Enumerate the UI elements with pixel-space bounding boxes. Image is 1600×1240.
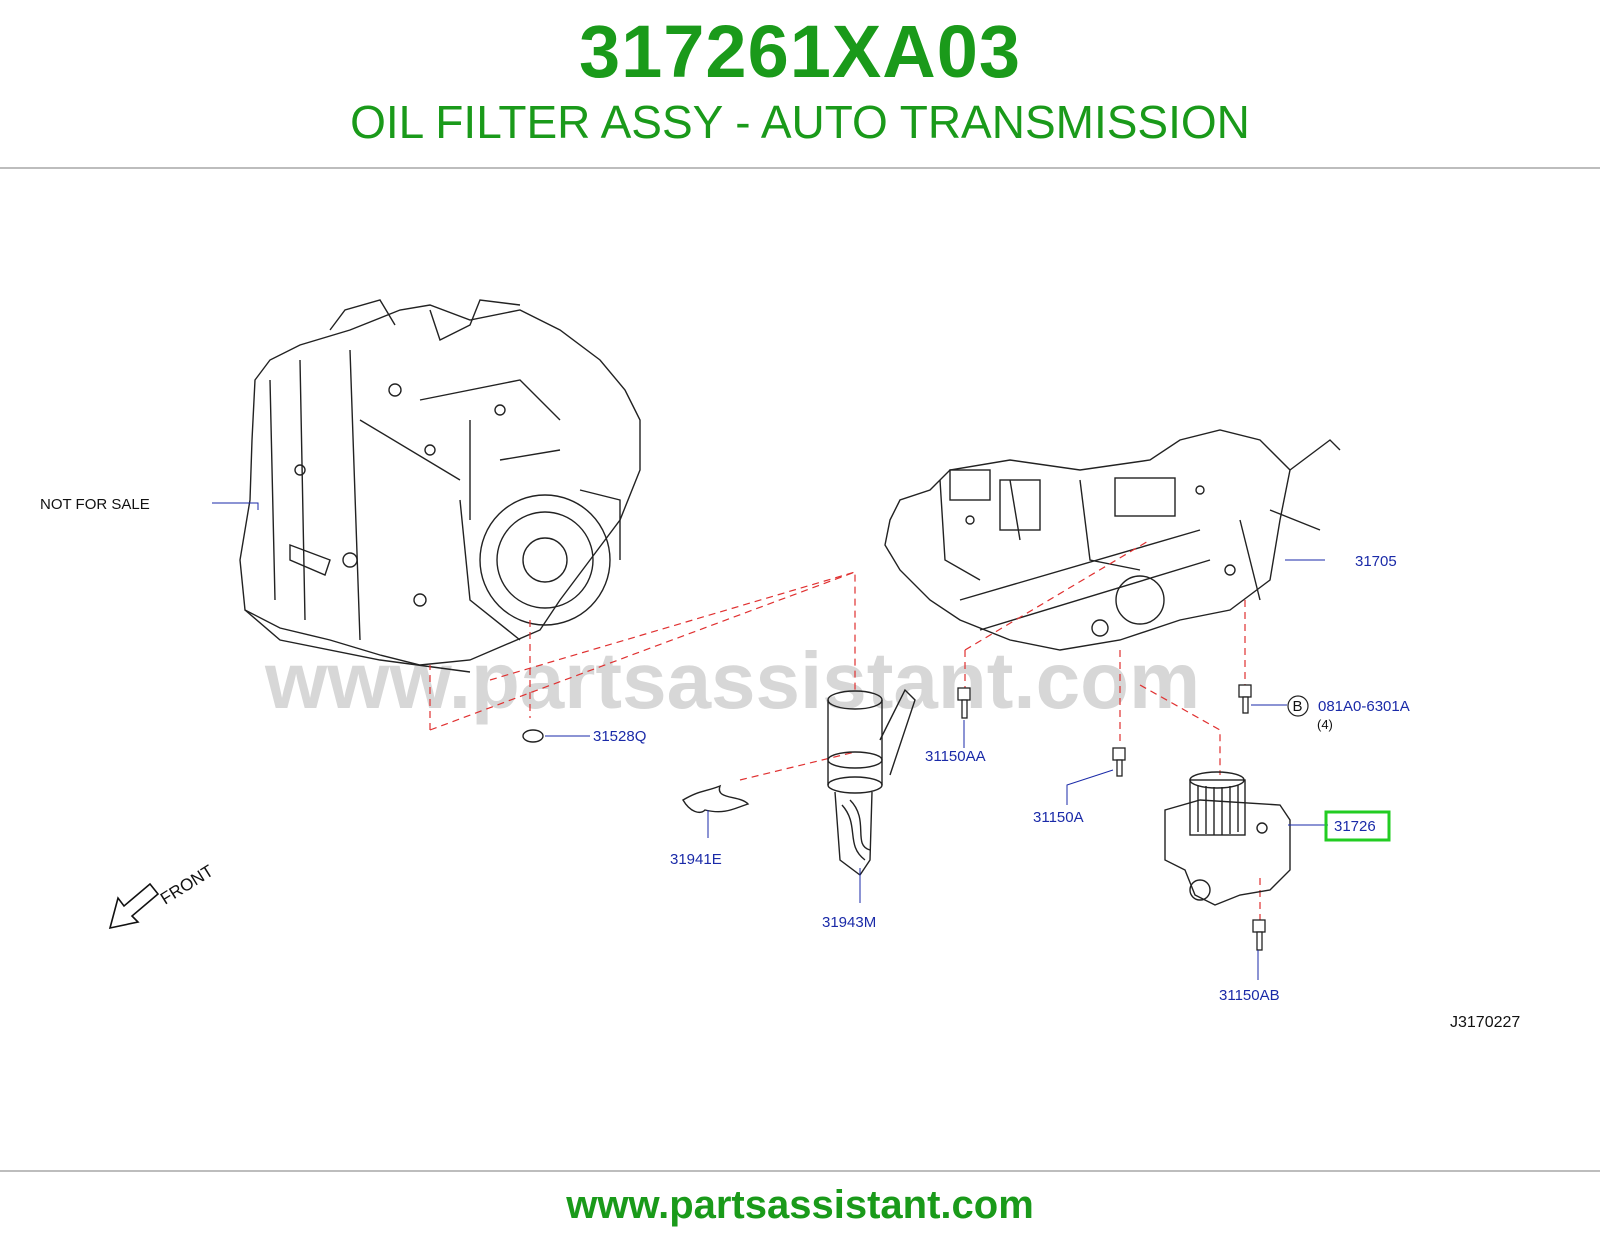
bolt-drawings — [957, 684, 1266, 951]
oil-strainer-tube-drawing — [827, 688, 916, 877]
callout-081A0-6301A[interactable]: 081A0-6301A — [1318, 698, 1410, 715]
part-number-title: 317261XA03 — [578, 10, 1022, 93]
diagram-svg: www.partsassistant.com — [40, 299, 1520, 1031]
not-for-sale-label: NOT FOR SALE — [40, 496, 150, 513]
front-arrow-icon — [108, 882, 160, 930]
oil-filter-assy-drawing — [1164, 771, 1291, 906]
control-valve-body-drawing — [884, 429, 1341, 651]
callout-31528Q[interactable]: 31528Q — [593, 728, 646, 745]
exploded-parts-diagram: www.partsassistant.com — [0, 170, 1600, 1170]
watermark-text: www.partsassistant.com — [264, 636, 1200, 725]
callout-31941E[interactable]: 31941E — [670, 851, 722, 868]
page-header: 317261XA03 OIL FILTER ASSY - AUTO TRANSM… — [0, 0, 1600, 168]
bolt-31150A — [1112, 747, 1126, 777]
figure-code: J3170227 — [1450, 1014, 1520, 1031]
oring-drawing — [522, 729, 544, 743]
dashed-leader-lines — [429, 539, 1261, 920]
footer-divider — [0, 1170, 1600, 1172]
highlight-box — [1324, 810, 1391, 842]
bolt-type-marker-label: B — [1293, 698, 1303, 715]
callout-31726[interactable]: 31726 — [1334, 818, 1376, 835]
callout-leaders — [212, 502, 1328, 980]
callout-31150A[interactable]: 31150A — [1033, 809, 1084, 826]
callout-31150AA[interactable]: 31150AA — [925, 748, 986, 765]
callout-31943M[interactable]: 31943M — [822, 914, 876, 931]
bolt-31150AB — [1252, 919, 1266, 951]
quantity-label: (4) — [1317, 717, 1333, 732]
transmission-case-drawing — [239, 299, 641, 673]
gasket-drawing — [682, 784, 750, 813]
header-divider — [0, 167, 1600, 169]
bolt-31150AA — [957, 687, 971, 719]
bolt-081A0 — [1238, 684, 1252, 714]
part-description: OIL FILTER ASSY - AUTO TRANSMISSION — [350, 96, 1250, 148]
bolt-type-marker — [1287, 695, 1309, 717]
footer-website-link[interactable]: www.partsassistant.com — [566, 1183, 1034, 1227]
callout-31150AB[interactable]: 31150AB — [1219, 987, 1280, 1004]
callout-31705[interactable]: 31705 — [1355, 553, 1397, 570]
front-label: FRONT — [157, 861, 217, 908]
